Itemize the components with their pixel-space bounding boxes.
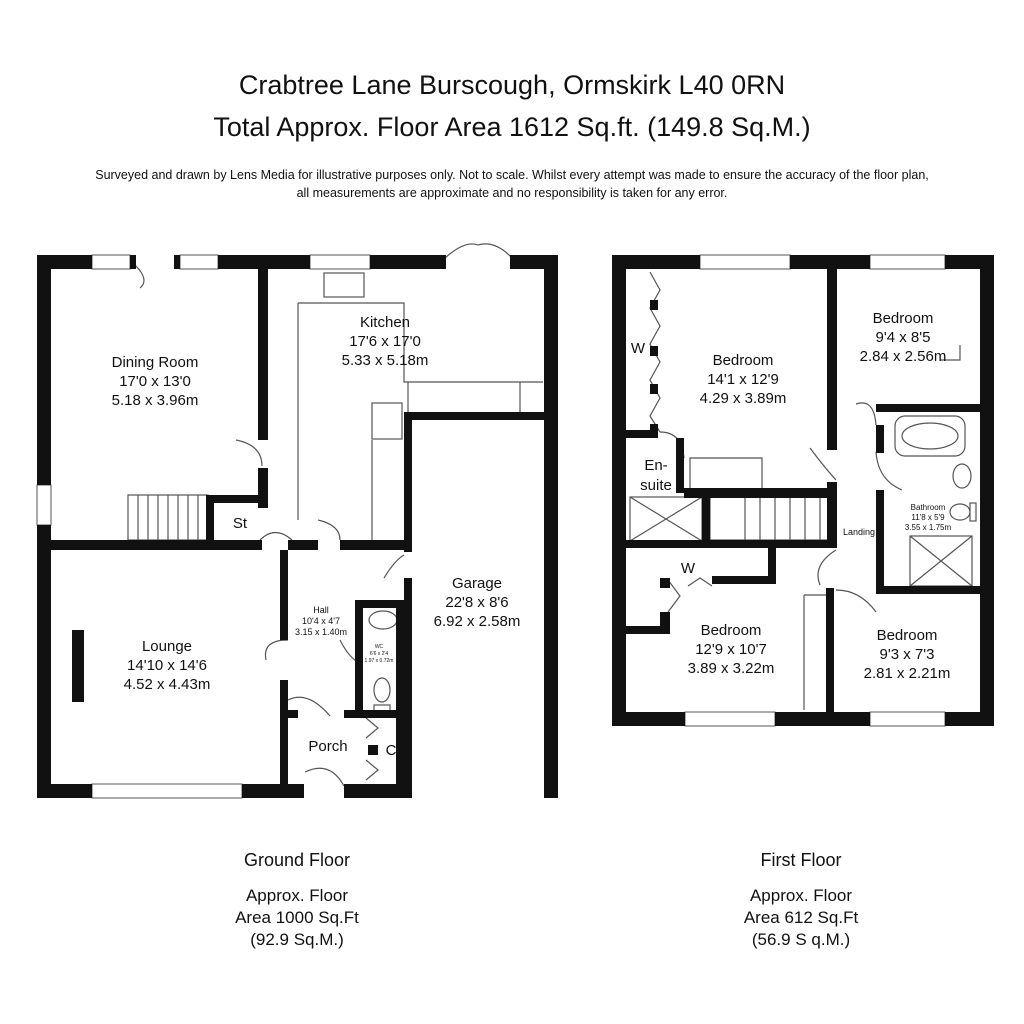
- bathroom-name: Bathroom: [911, 503, 946, 512]
- dining-room-metric: 5.18 x 3.96m: [112, 392, 199, 409]
- lounge-imperial: 14'10 x 14'6: [127, 657, 207, 674]
- ground-floor-label: Ground Floor: [243, 850, 351, 870]
- first-floor-caption: First Floor Approx. Floor Area 612 Sq.Ft…: [701, 849, 901, 951]
- total-floor-area: Total Approx. Floor Area 1612 Sq.ft. (14…: [213, 112, 811, 142]
- hall-name: Hall: [313, 605, 329, 615]
- ground-floor-caption: Ground Floor Approx. Floor Area 1000 Sq.…: [197, 849, 397, 951]
- bedroom-4-metric: 2.81 x 2.21m: [864, 665, 951, 682]
- bathroom-imperial: 11'8 x 5'9: [911, 513, 945, 522]
- kitchen-name: Kitchen: [360, 314, 410, 331]
- ground-floor-area-line-2: Area 1000 Sq.Ft: [235, 908, 359, 927]
- bedroom-4-imperial: 9'3 x 7'3: [880, 646, 935, 663]
- bedroom-3-imperial: 12'9 x 10'7: [695, 641, 767, 658]
- first-floor-stairs: [709, 494, 837, 541]
- kitchen-imperial: 17'6 x 17'0: [349, 333, 421, 350]
- lounge-name: Lounge: [142, 638, 192, 655]
- sink-icon: [323, 272, 365, 298]
- ensuite-name-line-2: suite: [640, 477, 672, 494]
- toilet-icon: [373, 677, 391, 703]
- bedroom-4-name: Bedroom: [877, 627, 938, 644]
- garage-metric: 6.92 x 2.58m: [434, 613, 521, 630]
- wc-imperial: 6'6 x 2'4: [370, 651, 389, 657]
- dining-room-name: Dining Room: [112, 354, 199, 371]
- garage-name: Garage: [452, 575, 502, 592]
- wardrobe-1-label: W: [631, 340, 646, 357]
- first-floor-area-line-2: Area 612 Sq.Ft: [743, 908, 859, 927]
- bedroom-1-name: Bedroom: [713, 352, 774, 369]
- bedroom-2-name: Bedroom: [873, 310, 934, 327]
- bedroom-1-imperial: 14'1 x 12'9: [707, 371, 779, 388]
- first-floor-plan: [612, 254, 994, 727]
- first-floor-area-line-3: (56.9 S q.M.): [751, 930, 851, 949]
- bathroom-basin-icon: [952, 463, 972, 489]
- bedroom-3-metric: 3.89 x 3.22m: [688, 660, 775, 677]
- bathroom-metric: 3.55 x 1.75m: [905, 523, 952, 532]
- disclaimer-line-2: all measurements are approximate and no …: [296, 186, 728, 200]
- first-floor-walls: [612, 255, 994, 726]
- first-floor-area-line-1: Approx. Floor: [749, 886, 853, 905]
- lounge-metric: 4.52 x 4.43m: [124, 676, 211, 693]
- kitchen-metric: 5.33 x 5.18m: [342, 352, 429, 369]
- porch-name: Porch: [308, 738, 347, 755]
- disclaimer-line-1: Surveyed and drawn by Lens Media for ill…: [95, 168, 929, 182]
- bath-icon: [894, 415, 966, 457]
- ground-floor-plan: [36, 243, 558, 799]
- hall-metric: 3.15 x 1.40m: [295, 627, 347, 637]
- dining-room-imperial: 17'0 x 13'0: [119, 373, 191, 390]
- landing-name: Landing: [843, 527, 875, 537]
- ensuite-name-line-1: En-: [644, 457, 667, 474]
- ground-floor-windows: [36, 254, 371, 799]
- bedroom-1-metric: 4.29 x 3.89m: [700, 390, 787, 407]
- bedroom-2-metric: 2.84 x 2.56m: [860, 348, 947, 365]
- first-floor-label: First Floor: [760, 850, 842, 870]
- hob-icon: [371, 402, 403, 440]
- wardrobe-2-label: W: [681, 560, 696, 577]
- wc-name: WC: [375, 644, 384, 650]
- ground-floor-stairs: [127, 494, 209, 541]
- ground-floor-fittings: [127, 243, 543, 787]
- cupboard-name: C: [386, 742, 397, 759]
- first-floor-fittings: [629, 271, 977, 710]
- hall-imperial: 10'4 x 4'7: [302, 616, 340, 626]
- basin-icon: [368, 610, 398, 630]
- wc-metric: 1.97 x 0.72m: [365, 658, 394, 664]
- bathroom-toilet-icon: [949, 503, 971, 521]
- ground-floor-walls: [37, 255, 558, 798]
- bedroom-2-imperial: 9'4 x 8'5: [876, 329, 931, 346]
- ground-floor-area-line-3: (92.9 Sq.M.): [250, 930, 344, 949]
- ground-floor-area-line-1: Approx. Floor: [245, 886, 349, 905]
- store-name: St: [233, 515, 248, 532]
- property-address: Crabtree Lane Burscough, Ormskirk L40 0R…: [238, 70, 786, 100]
- bedroom-3-name: Bedroom: [701, 622, 762, 639]
- garage-imperial: 22'8 x 8'6: [445, 594, 508, 611]
